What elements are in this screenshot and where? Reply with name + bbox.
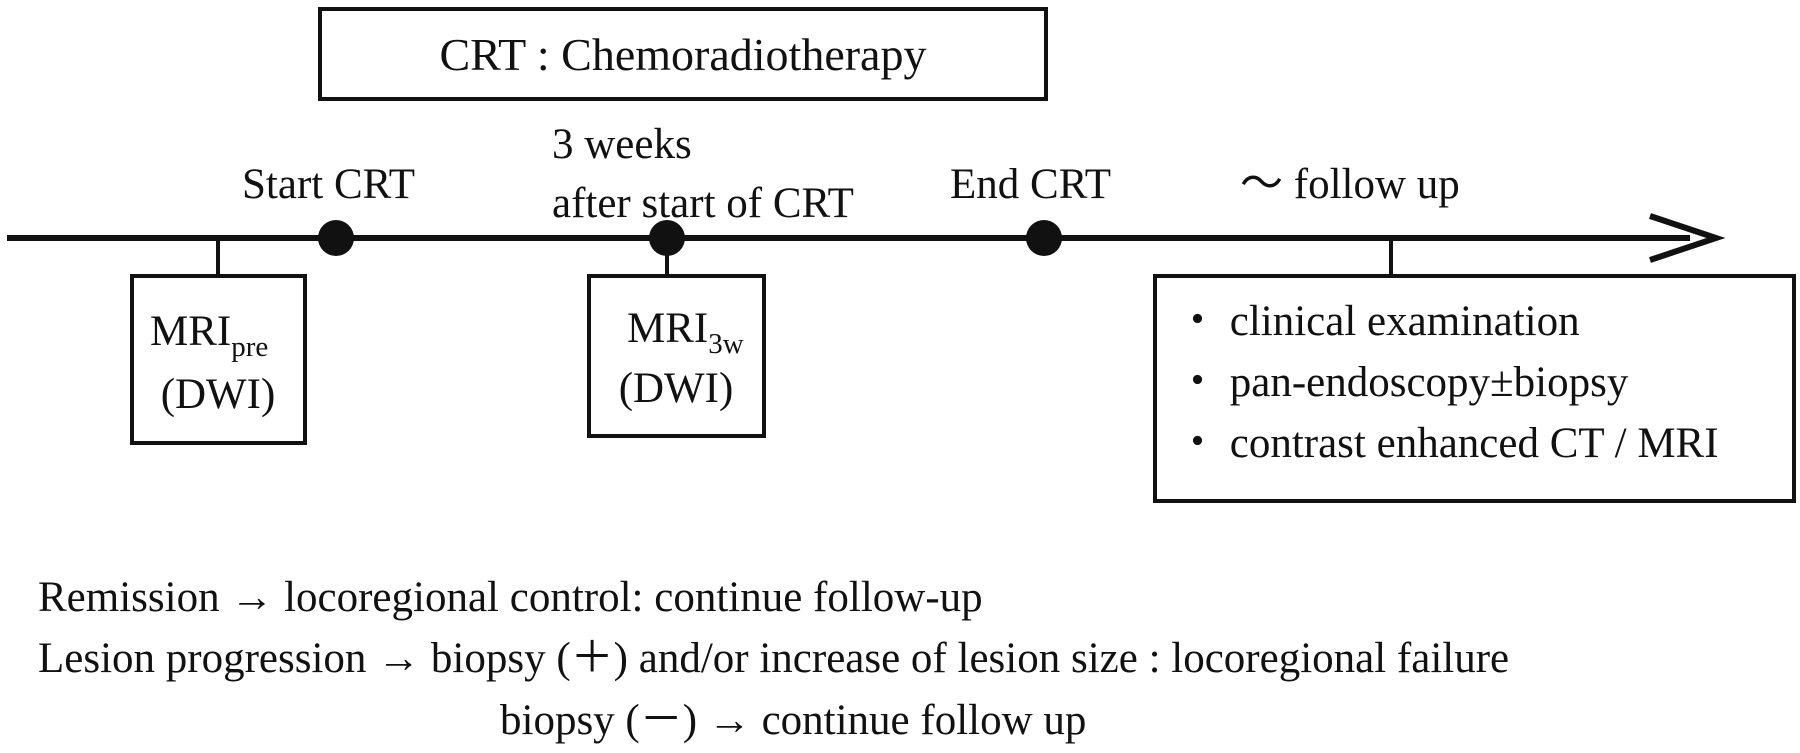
end-crt-marker (1026, 220, 1062, 256)
start-crt-label: Start CRT (242, 161, 415, 208)
mri-pre-title: MRIpre (150, 308, 268, 363)
follow-up-item: ・ clinical examination (1176, 298, 1580, 345)
mri-pre-main: MRI (150, 308, 231, 355)
mri-3w-box (587, 274, 766, 438)
diagram-title: CRT : Chemoradiotherapy (440, 29, 927, 80)
title-box (318, 7, 1048, 101)
end-crt-label: End CRT (950, 161, 1111, 208)
follow-up-label: ～ follow up (1240, 161, 1460, 208)
outcome-negative-biopsy: biopsy (－) → continue follow up (500, 697, 1086, 744)
follow-up-box (1153, 274, 1796, 503)
outcome-lesion-progression: Lesion progression → biopsy (＋) and/or i… (38, 635, 1509, 682)
mri-pre-detail: (DWI) (161, 371, 276, 418)
mri-pre-subscript: pre (231, 331, 268, 363)
three-weeks-label-line2: after start of CRT (552, 180, 854, 227)
follow-up-item: ・ pan-endoscopy±biopsy (1176, 359, 1629, 406)
mri-3w-detail: (DWI) (619, 365, 734, 412)
follow-up-item: ・ contrast enhanced CT / MRI (1176, 420, 1719, 467)
start-crt-marker (318, 220, 354, 256)
mri-pre-box (130, 274, 307, 445)
mri-3w-main: MRI (627, 305, 708, 352)
mri-3w-title: MRI3w (627, 305, 744, 360)
timeline-arrowhead (1649, 213, 1726, 263)
outcome-remission: Remission → locoregional control: contin… (38, 574, 983, 621)
mri-3w-subscript: 3w (708, 328, 744, 360)
three-weeks-label-line1: 3 weeks (552, 121, 692, 168)
